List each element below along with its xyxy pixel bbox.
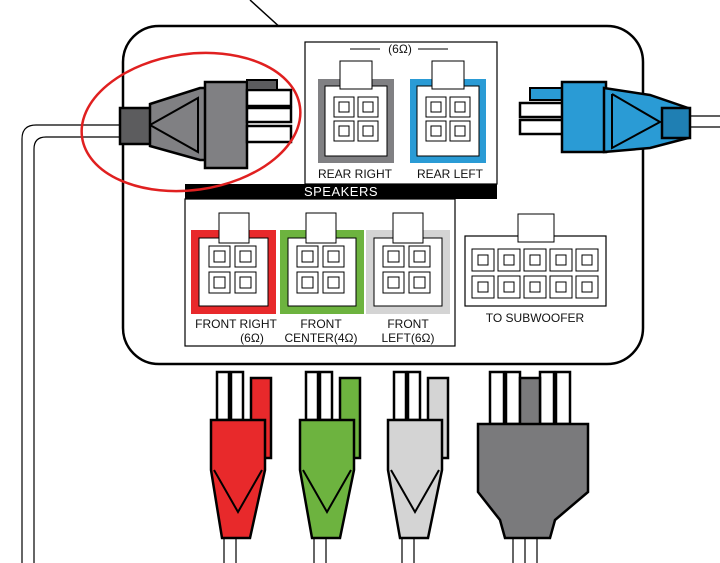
rear-ohm-label: (6Ω): [388, 42, 412, 56]
front-right-label: FRONT RIGHT: [195, 317, 277, 331]
front-left-ohm-label: LEFT(6Ω): [382, 331, 435, 345]
subwoofer-socket[interactable]: [464, 213, 607, 307]
front-left-label: FRONT: [387, 317, 429, 331]
front-right-ohm-label: (6Ω): [240, 331, 264, 345]
rear-left-label: REAR LEFT: [417, 167, 484, 181]
rear-left-plug[interactable]: [518, 80, 692, 154]
speakers-label: SPEAKERS: [304, 184, 378, 199]
front-center-plug[interactable]: [298, 370, 362, 540]
front-center-socket[interactable]: [280, 212, 364, 314]
rear-left-socket[interactable]: [410, 60, 486, 163]
front-right-socket[interactable]: [191, 212, 276, 314]
cable-wires: [21, 115, 720, 563]
front-right-plug[interactable]: [209, 370, 273, 540]
front-left-plug[interactable]: [386, 370, 450, 540]
subwoofer-plug[interactable]: [476, 370, 590, 540]
rear-right-plug[interactable]: [118, 79, 293, 170]
front-center-label: FRONT: [300, 317, 342, 331]
rear-right-socket[interactable]: [318, 60, 394, 163]
subwoofer-label: TO SUBWOOFER: [486, 311, 585, 325]
speakers-bar: [185, 184, 497, 199]
highlight-circle: [80, 51, 302, 193]
rear-right-label: REAR RIGHT: [318, 167, 393, 181]
front-left-socket[interactable]: [366, 212, 450, 314]
front-center-ohm-label: CENTER(4Ω): [285, 331, 358, 345]
